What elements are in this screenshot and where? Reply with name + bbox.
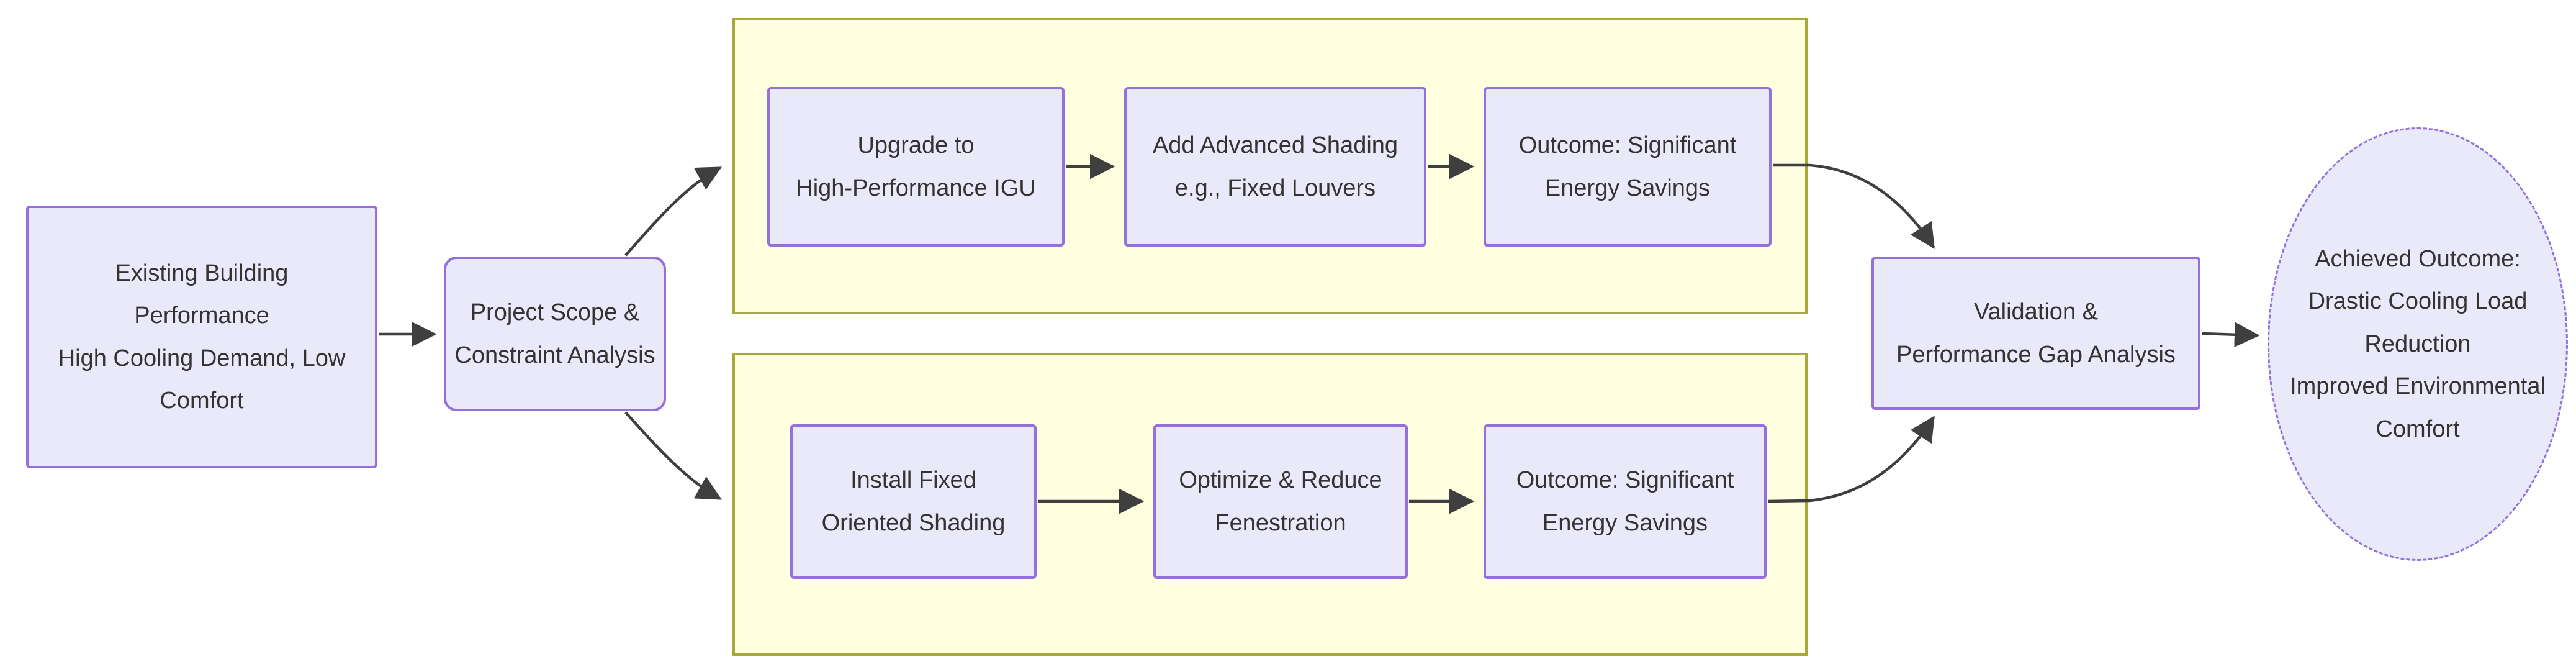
- node-validation-label: Validation & Performance Gap Analysis: [1896, 299, 2176, 368]
- edge-scope-to-subgraph-bottom: [624, 411, 722, 500]
- node-outcome-bottom-label: Outcome: Significant Energy Savings: [1516, 467, 1734, 536]
- node-outcome-top: Outcome: Significant Energy Savings: [1484, 87, 1772, 247]
- node-optimize-fenestration-label: Optimize & Reduce Fenestration: [1179, 467, 1382, 536]
- edge-outcome-top-to-validation: [1773, 163, 1935, 249]
- node-achieved-outcome-label: Achieved Outcome: Drastic Cooling Load R…: [2290, 246, 2546, 442]
- node-validation: Validation & Performance Gap Analysis: [1871, 257, 2200, 410]
- edge-outcome-bottom-to-validation: [1767, 416, 1935, 503]
- node-project-scope: Project Scope & Constraint Analysis: [444, 257, 666, 411]
- node-upgrade-igu: Upgrade to High-Performance IGU: [767, 87, 1065, 247]
- node-outcome-bottom: Outcome: Significant Energy Savings: [1484, 424, 1767, 579]
- node-project-scope-label: Project Scope & Constraint Analysis: [454, 299, 655, 368]
- node-install-shading-label: Install Fixed Oriented Shading: [821, 467, 1006, 536]
- node-install-shading: Install Fixed Oriented Shading: [790, 424, 1037, 579]
- edge-validation-to-achieved: [2201, 322, 2260, 348]
- edge-scope-to-subgraph-top: [624, 166, 722, 257]
- node-existing-building: Existing Building Performance High Cooli…: [26, 206, 377, 468]
- node-outcome-top-label: Outcome: Significant Energy Savings: [1518, 132, 1737, 201]
- node-achieved-outcome: Achieved Outcome: Drastic Cooling Load R…: [2268, 127, 2568, 561]
- node-optimize-fenestration: Optimize & Reduce Fenestration: [1153, 424, 1408, 579]
- node-add-shading-label: Add Advanced Shading e.g., Fixed Louvers: [1152, 132, 1398, 201]
- node-add-shading: Add Advanced Shading e.g., Fixed Louvers: [1124, 87, 1426, 247]
- node-existing-building-label: Existing Building Performance High Cooli…: [58, 260, 346, 414]
- node-upgrade-igu-label: Upgrade to High-Performance IGU: [796, 132, 1036, 201]
